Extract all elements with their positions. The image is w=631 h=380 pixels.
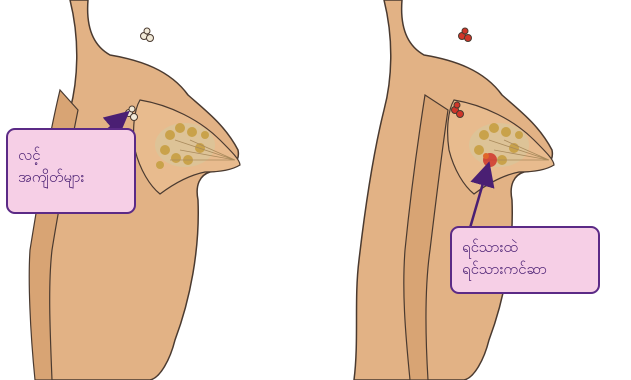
lymph-nodes-label: လင့် အကျိတ်များ (6, 128, 136, 214)
breast-cancer-label-line2: ရင်သားကင်ဆာ (462, 258, 588, 280)
lymph-nodes-label-line1: လင့် (18, 144, 124, 166)
lymph-nodes-neck (141, 28, 154, 42)
right-torso-figure (354, 0, 554, 380)
tumor (483, 153, 497, 167)
breast-cancer-label: ရင်သားထဲ ရင်သားကင်ဆာ (450, 226, 600, 294)
lymph-nodes-label-line2: အကျိတ်များ (18, 166, 124, 188)
swollen-lymph-nodes-neck (459, 28, 472, 42)
breast-cancer-label-line1: ရင်သားထဲ (462, 236, 588, 258)
